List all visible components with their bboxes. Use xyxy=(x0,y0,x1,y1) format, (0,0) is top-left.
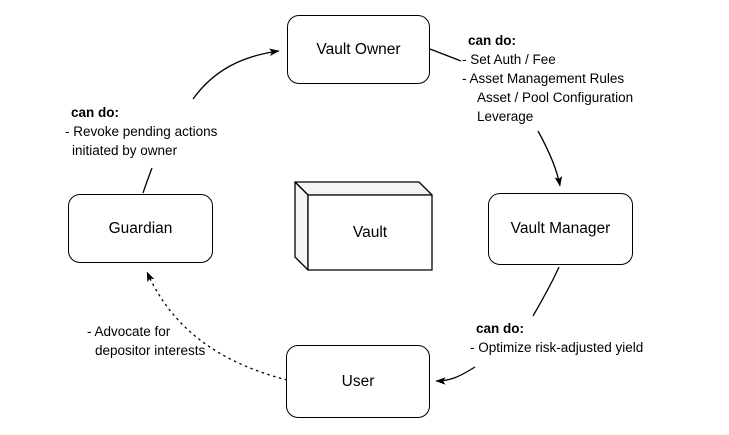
edge-manager-note-connector xyxy=(532,266,560,317)
node-user-label: User xyxy=(341,372,375,390)
annotation-owner-line: - Asset Management Rules xyxy=(462,71,625,86)
edge-user-to-guardian-dashed-arrow xyxy=(146,271,288,381)
annotation-owner-line: Asset / Pool Configuration xyxy=(477,90,634,105)
annotation-guardian-role-line: depositor interests xyxy=(95,343,206,358)
edge-guardian-to-owner-arrow xyxy=(192,48,280,100)
vault-cube-left-face xyxy=(294,181,309,271)
annotation-guardian-heading: can do: xyxy=(71,105,120,120)
node-vault-manager-label: Vault Manager xyxy=(510,220,611,237)
vault-cube-label: Vault xyxy=(352,223,388,241)
annotation-guardian-line: initiated by owner xyxy=(72,143,178,158)
annotation-guardian-line: - Revoke pending actions xyxy=(65,124,218,139)
node-vault-owner: Vault Owner xyxy=(287,15,430,84)
node-vault-manager: Vault Manager xyxy=(488,193,633,265)
node-guardian: Guardian xyxy=(68,194,213,263)
annotation-owner-line: - Set Auth / Fee xyxy=(462,52,556,67)
vault-cube-front-face xyxy=(307,194,433,271)
node-guardian-label: Guardian xyxy=(108,219,173,237)
edge-owner-to-manager-arrow xyxy=(537,130,563,187)
edge-guardian-note-connector xyxy=(142,167,153,194)
annotation-guardian-role-line: - Advocate for xyxy=(87,324,171,339)
annotation-owner-can-do: can do: - Set Auth / Fee - Asset Managem… xyxy=(462,31,633,126)
edge-manager-to-user-arrow xyxy=(435,366,476,385)
annotation-manager-heading: can do: xyxy=(476,321,525,336)
annotation-guardian-role: - Advocate for depositor interests xyxy=(87,322,205,360)
annotation-manager-can-do: can do: - Optimize risk-adjusted yield xyxy=(470,319,643,357)
edge-owner-note-connector xyxy=(429,48,462,62)
node-vault-owner-label: Vault Owner xyxy=(316,40,401,58)
vault-cube xyxy=(294,181,433,271)
annotation-guardian-can-do: can do: - Revoke pending actions initiat… xyxy=(65,103,217,160)
annotation-owner-heading: can do: xyxy=(468,33,517,48)
annotation-owner-line: Leverage xyxy=(477,109,534,124)
node-user: User xyxy=(286,345,430,418)
vault-cube-top-face xyxy=(294,181,433,196)
annotation-manager-line: - Optimize risk-adjusted yield xyxy=(470,340,644,355)
